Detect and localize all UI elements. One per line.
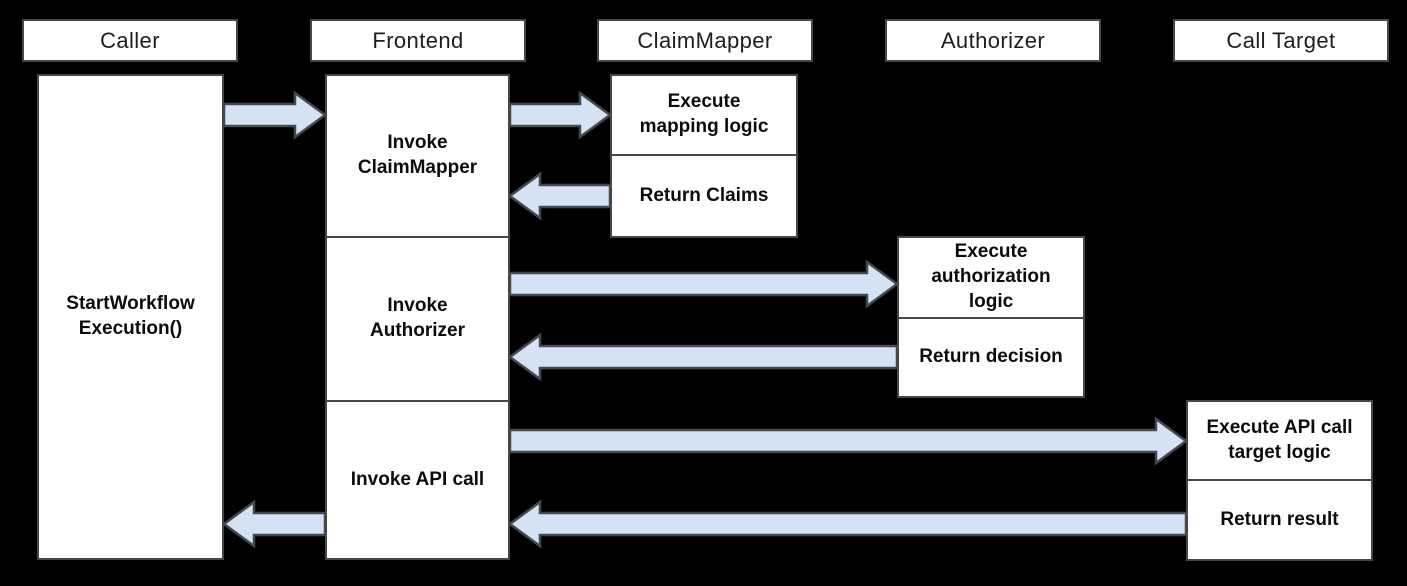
calltarget-step-label: Execute API call target logic — [1206, 416, 1353, 463]
frontend-to-authorizer-arrow — [508, 259, 900, 309]
authorizer-step-return-decision: Return decision — [899, 317, 1083, 396]
activation-frontend: Invoke ClaimMapper Invoke Authorizer Inv… — [325, 74, 510, 560]
activation-authorizer: Execute authorization logic Return decis… — [897, 236, 1085, 398]
authorizer-step-label: Return decision — [919, 346, 1063, 368]
activation-claimmapper: Execute mapping logic Return Claims — [610, 74, 798, 238]
claimmapper-step-label: Return Claims — [639, 184, 769, 206]
lane-header-frontend: Frontend — [310, 19, 526, 62]
caller-step-startworkflowexecution: StartWorkflow Execution() — [39, 76, 222, 558]
lane-header-calltarget: Call Target — [1173, 19, 1389, 62]
frontend-to-calltarget-arrow — [508, 416, 1189, 466]
frontend-step-invoke-api-call: Invoke API call — [327, 400, 508, 558]
activation-calltarget: Execute API call target logic Return res… — [1186, 400, 1373, 561]
calltarget-step-label: Return result — [1220, 508, 1339, 530]
frontend-step-invoke-authorizer: Invoke Authorizer — [327, 236, 508, 400]
frontend-to-claimmapper-arrow — [508, 90, 613, 140]
caller-to-frontend-arrow — [222, 90, 328, 140]
frontend-step-label: Invoke Authorizer — [370, 295, 465, 341]
frontend-return-to-caller-arrow — [221, 499, 327, 549]
calltarget-return-to-frontend-arrow — [507, 499, 1188, 549]
authorizer-step-label: Execute authorization logic — [931, 241, 1051, 312]
calltarget-step-return-result: Return result — [1188, 479, 1371, 559]
claimmapper-step-label: Execute mapping logic — [639, 91, 769, 137]
frontend-step-label: Invoke API call — [350, 468, 485, 490]
caller-step-label: StartWorkflow Execution() — [66, 293, 195, 339]
lane-header-caller: Caller — [22, 19, 238, 62]
lane-header-authorizer: Authorizer — [885, 19, 1101, 62]
activation-caller: StartWorkflow Execution() — [37, 74, 224, 560]
frontend-step-invoke-claimmapper: Invoke ClaimMapper — [327, 76, 508, 236]
lane-header-claimmapper: ClaimMapper — [597, 19, 813, 62]
claimmapper-step-return-claims: Return Claims — [612, 154, 796, 236]
authorizer-return-to-frontend-arrow — [507, 332, 899, 382]
authorizer-step-execute-authorization-logic: Execute authorization logic — [899, 238, 1083, 317]
calltarget-step-execute-api-call-target-logic: Execute API call target logic — [1188, 402, 1371, 479]
claimmapper-return-to-frontend-arrow — [507, 171, 612, 221]
claimmapper-step-execute-mapping-logic: Execute mapping logic — [612, 76, 796, 154]
frontend-step-label: Invoke ClaimMapper — [357, 132, 478, 178]
